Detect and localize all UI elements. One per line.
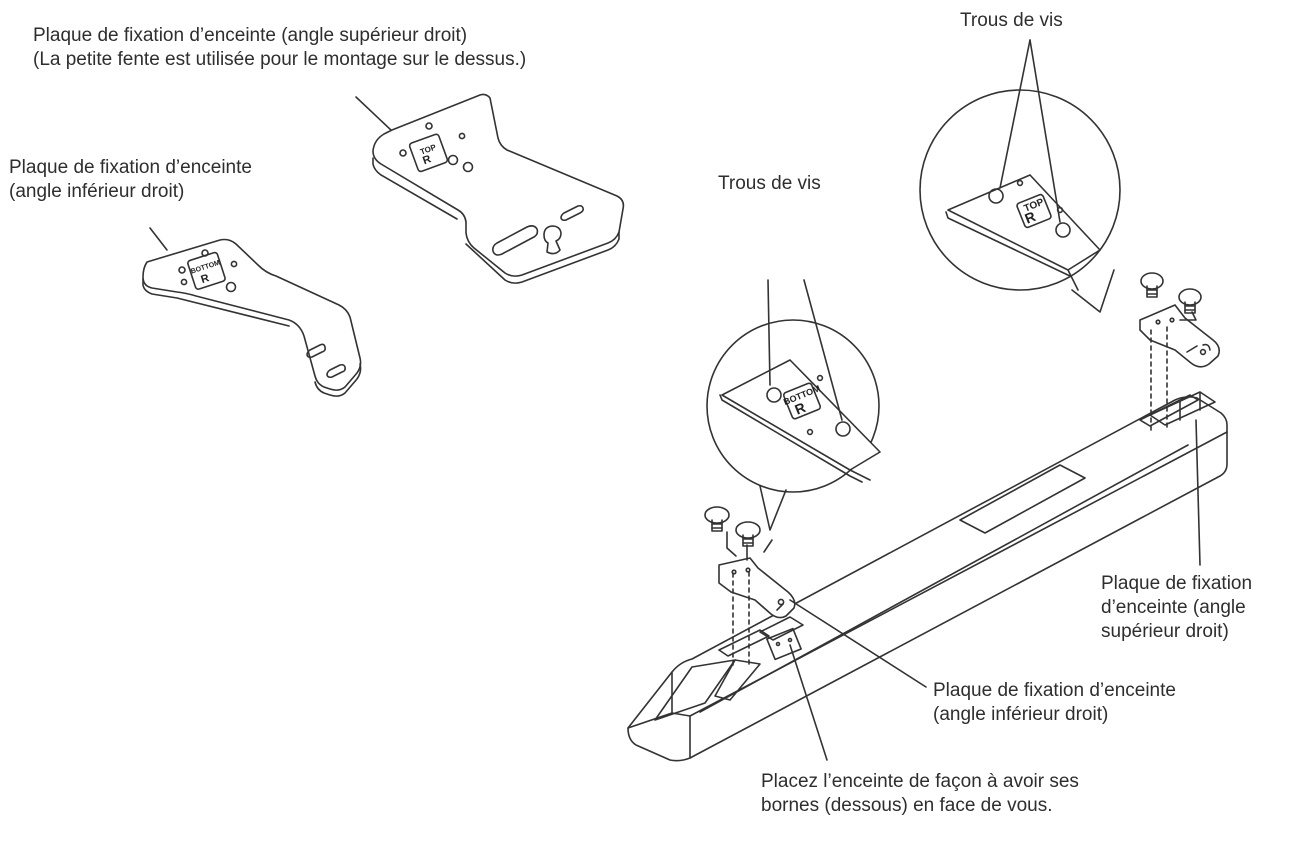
label-bottom-plate-title: Plaque de fixation d’enceinte (angle inf…: [9, 156, 252, 204]
label-line: d’enceinte (angle: [1101, 597, 1246, 618]
zoom-circle-bottom: [706, 279, 881, 531]
label-placement-note: Placez l’enceinte de façon à avoir ses b…: [761, 770, 1079, 818]
leader-line: [149, 227, 168, 251]
installed-bottom-plate: [704, 506, 796, 669]
label-screw-holes-right: Trous de vis: [960, 10, 1063, 31]
label-line: (La petite fente est utilisée pour le mo…: [33, 49, 527, 70]
leader-line: [1029, 39, 1061, 223]
label-line: Plaque de fixation d’enceinte: [9, 157, 252, 178]
label-callout-bottom-plate: Plaque de fixation d’enceinte (angle inf…: [933, 679, 1176, 727]
leader-line: [767, 279, 771, 386]
label-top-plate-title: Plaque de fixation d’enceinte (angle sup…: [33, 24, 526, 72]
label-screw-holes-left: Trous de vis: [718, 173, 821, 194]
label-line: bornes (dessous) en face de vous.: [761, 795, 1053, 816]
leader-line: [1195, 419, 1201, 566]
installed-top-plate: [1139, 272, 1220, 431]
leader-line: [789, 599, 927, 688]
label-line: (angle inférieur droit): [933, 704, 1109, 725]
bottom-plate-illustration: [142, 227, 362, 397]
label-line: Plaque de fixation d’enceinte: [933, 680, 1176, 701]
plate-marking-side: R: [421, 153, 433, 167]
leader-line: [999, 39, 1031, 189]
label-line: Plaque de fixation: [1101, 573, 1253, 594]
label-line: Placez l’enceinte de façon à avoir ses: [761, 771, 1079, 792]
zoom-circle-top: [919, 39, 1121, 313]
speaker-body: [627, 391, 1228, 762]
label-callout-top-plate: Plaque de fixation d’enceinte (angle sup…: [1101, 572, 1252, 644]
plate-marking-side: R: [199, 272, 210, 286]
top-plate-illustration: [355, 93, 625, 284]
leader-line: [803, 279, 843, 421]
label-line: supérieur droit): [1101, 621, 1229, 642]
leader-line: [355, 96, 393, 132]
leader-line: [789, 644, 828, 761]
label-line: Plaque de fixation d’enceinte (angle sup…: [33, 25, 468, 46]
label-line: (angle inférieur droit): [9, 181, 185, 202]
